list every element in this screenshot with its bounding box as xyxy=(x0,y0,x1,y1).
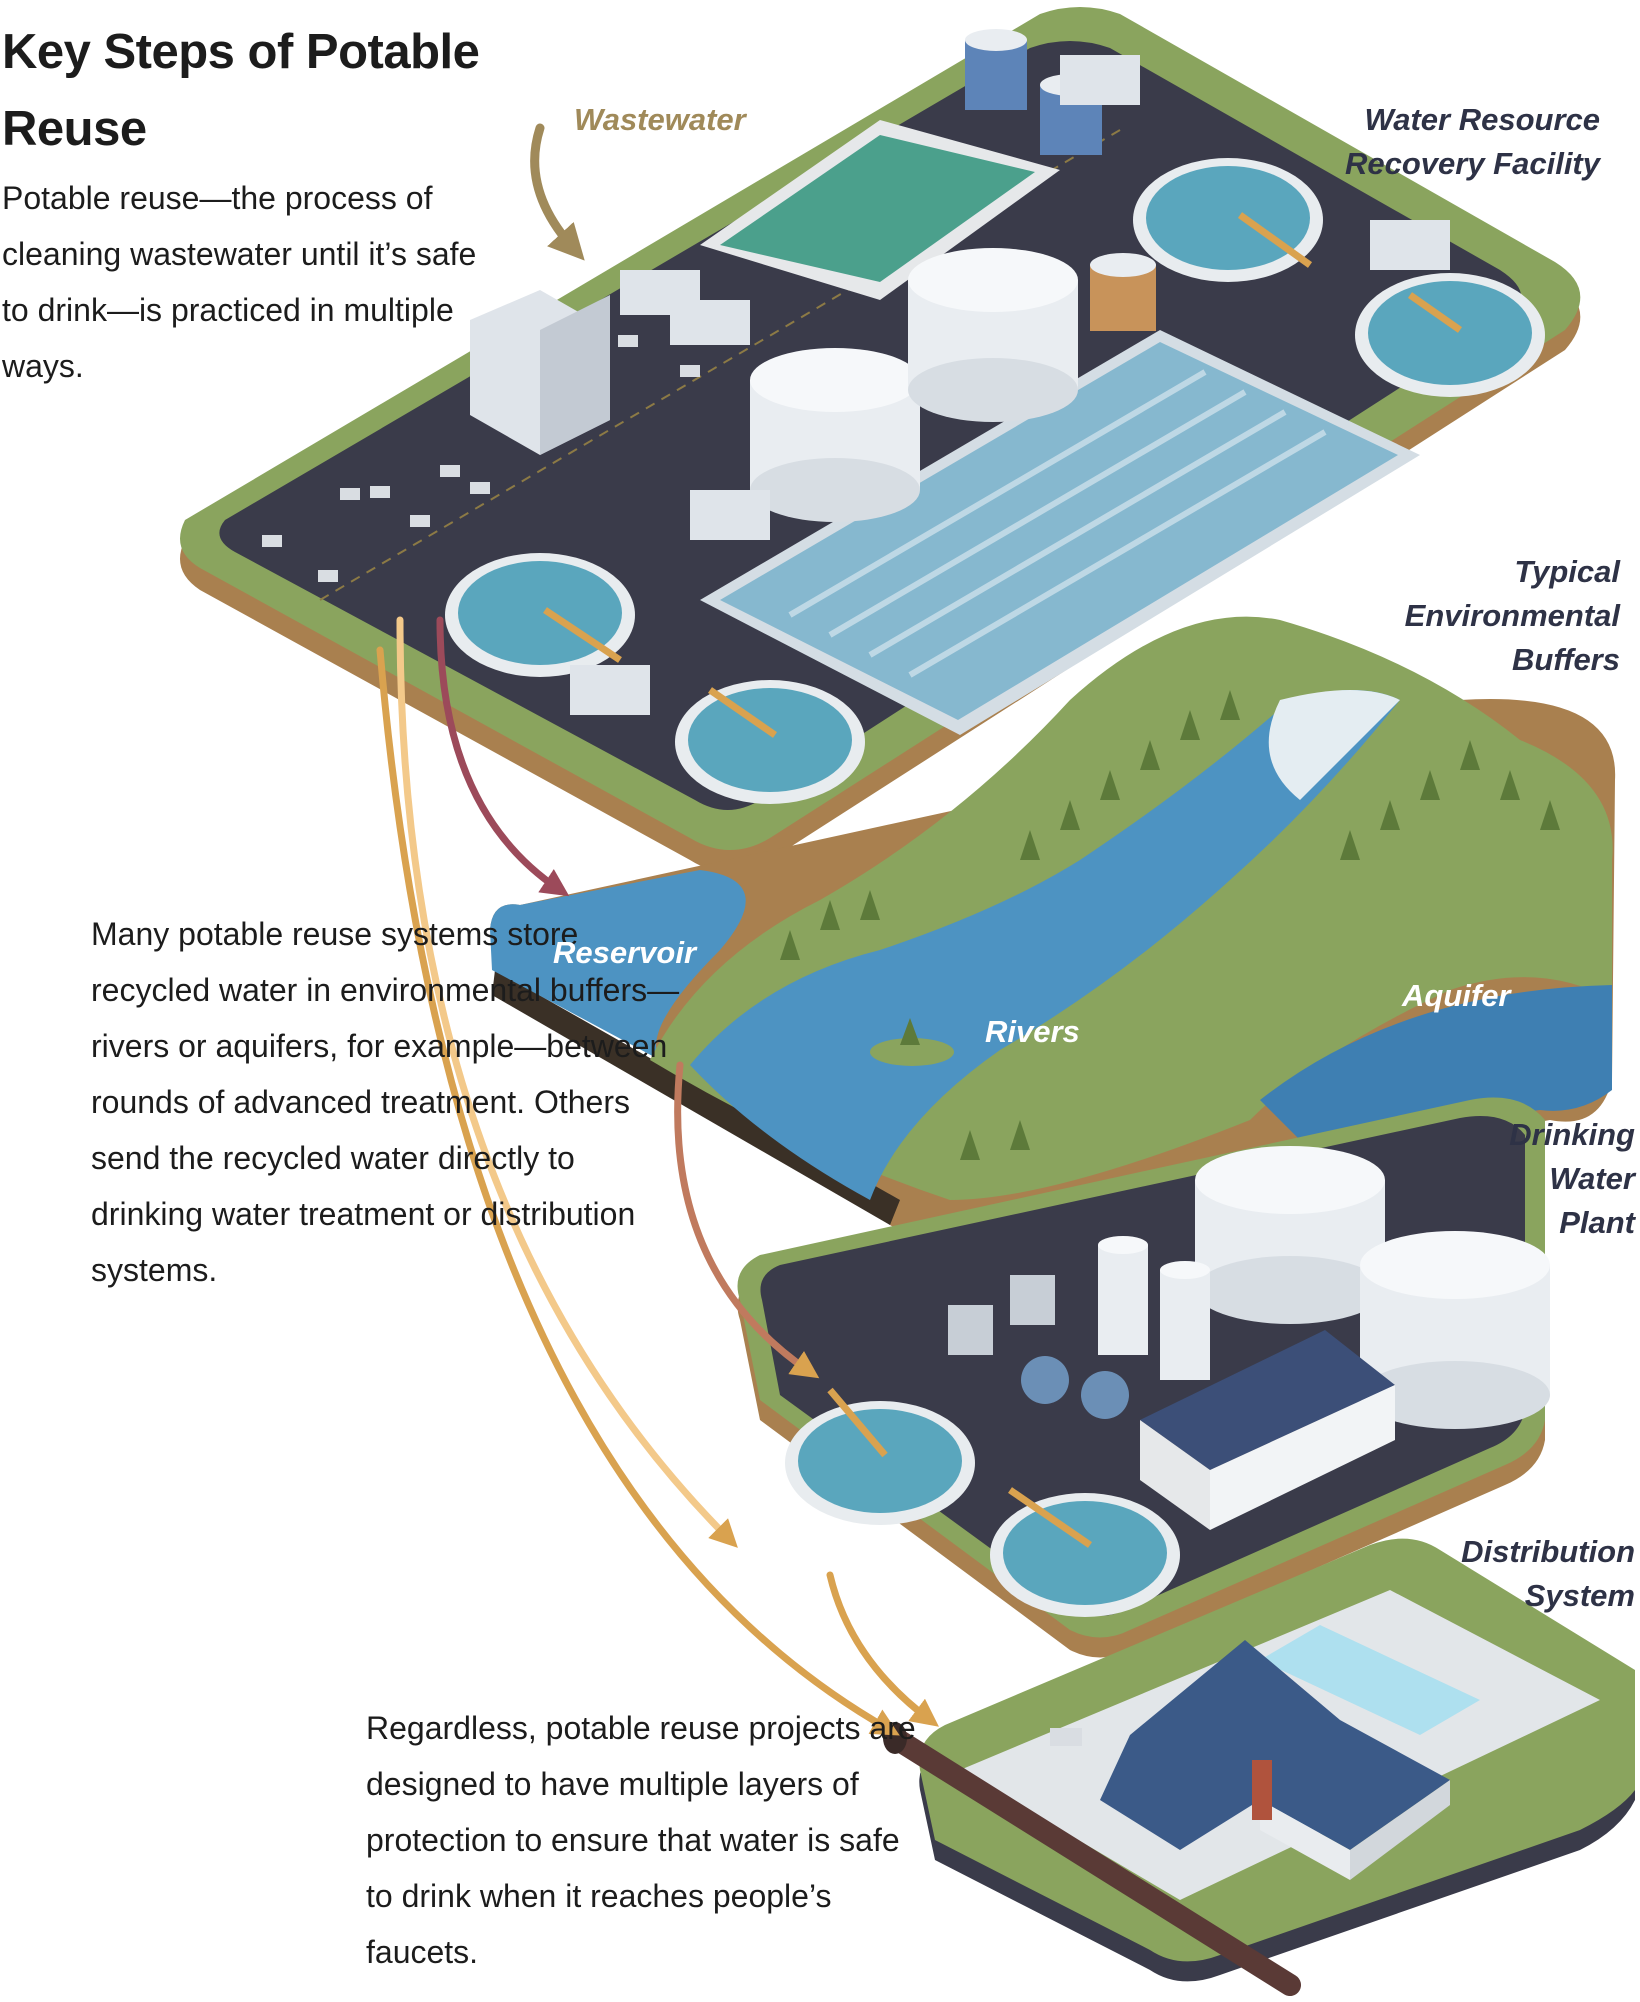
river-island xyxy=(870,1038,954,1066)
dwp-tank xyxy=(1195,1146,1385,1324)
buffers-aquifer xyxy=(1260,985,1612,1140)
buffers-dark-edge xyxy=(492,970,900,1225)
wrrf-to-distribution-arrow xyxy=(376,646,900,1736)
small-building xyxy=(570,55,1450,715)
buffers-reservoir xyxy=(490,870,746,1060)
dist-pool xyxy=(1260,1625,1480,1735)
wrrf-platform xyxy=(180,7,1581,873)
buffers-platform xyxy=(490,616,1616,1237)
wrrf-to-reservoir-arrow xyxy=(436,616,570,897)
intro-paragraph: Potable reuse—the process of cleaning wa… xyxy=(2,180,477,384)
flow-arrows xyxy=(376,123,939,1736)
wrrf-to-drinking-plant-arrow xyxy=(396,616,738,1548)
drinking-water-platform xyxy=(737,1097,1550,1658)
dwp-to-distribution-arrow xyxy=(826,1571,939,1727)
drinking-plant-label: Drinking Water Plant xyxy=(1509,1117,1635,1240)
clarifier xyxy=(675,680,865,804)
rivers-label: Rivers xyxy=(985,1014,1080,1049)
clarifier xyxy=(1355,273,1545,397)
buffers-river xyxy=(690,690,1400,1200)
storage-tank xyxy=(908,248,1078,422)
aeration-basin xyxy=(700,330,1420,735)
parked-cars xyxy=(262,335,700,582)
buffers-river-rapids xyxy=(1268,690,1400,800)
parked-car xyxy=(1050,1728,1082,1746)
wastewater-label: Wastewater xyxy=(574,102,746,137)
house xyxy=(1100,1640,1450,1880)
buffers-to-drinking-plant-arrow xyxy=(674,1061,820,1379)
buffer-paragraph: Many potable reuse systems store recycle… xyxy=(91,916,680,1288)
distribution-label: Distribution System xyxy=(1461,1534,1635,1613)
closing-paragraph: Regardless, potable reuse projects are d… xyxy=(366,1710,916,1970)
wrrf-label: Water Resource Recovery Facility xyxy=(1344,102,1600,181)
orange-tank xyxy=(1090,253,1156,331)
office-building xyxy=(470,290,610,455)
storage-basin xyxy=(700,120,1060,300)
clarifier xyxy=(990,1487,1180,1617)
buffers-label: Typical Environmental Buffers xyxy=(1404,554,1620,677)
forest-trees xyxy=(780,690,1560,1160)
blue-tank xyxy=(965,29,1027,110)
storage-tank xyxy=(750,348,920,522)
clarifier xyxy=(785,1387,975,1525)
dwp-silo xyxy=(1098,1236,1210,1380)
dwp-filter-building xyxy=(1140,1330,1395,1530)
page-title: Key Steps of Potable Reuse xyxy=(2,25,480,156)
aquifer-label: Aquifer xyxy=(1402,978,1511,1013)
clarifier xyxy=(1133,158,1323,282)
reservoir-label: Reservoir xyxy=(553,935,697,970)
dwp-tank xyxy=(1360,1231,1550,1429)
wastewater-inflow-arrow xyxy=(530,123,585,261)
clarifier xyxy=(445,553,635,677)
distribution-platform xyxy=(883,1538,1635,1996)
dwp-small-tanks xyxy=(948,1275,1129,1419)
